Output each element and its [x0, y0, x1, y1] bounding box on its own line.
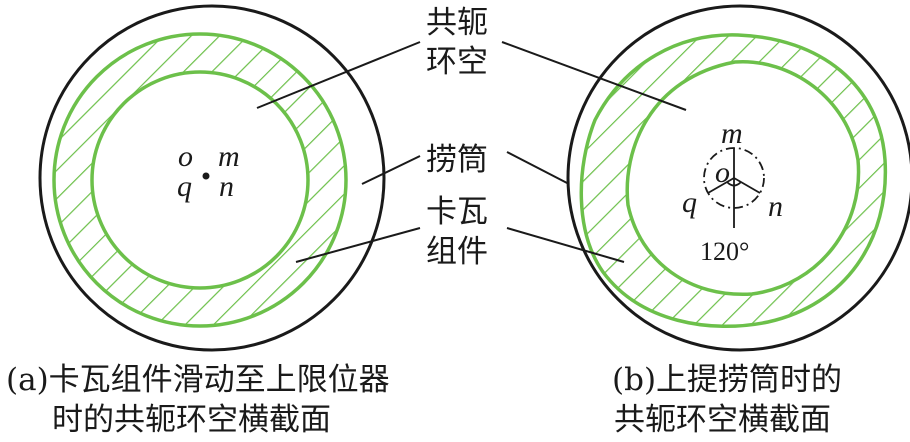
right-spoke-right [733, 177, 761, 194]
leader-annulus-left [256, 41, 421, 109]
left-point-q: q [177, 170, 192, 203]
leader-fishing-tube-right [506, 151, 570, 185]
label-annulus-line2: 环空 [426, 44, 488, 80]
left-point-m: m [218, 140, 240, 173]
leader-slip-right [506, 227, 625, 263]
left-point-n: n [219, 170, 234, 203]
center-labels: 共轭 环空 捞筒 卡瓦 组件 [256, 5, 687, 270]
caption-right-line1: (b)上提捞筒时的 [612, 362, 842, 398]
right-spoke-left [707, 177, 735, 194]
leader-fishing-tube-left [361, 155, 421, 185]
right-angle-label: 120° [700, 237, 749, 266]
caption-left-line1: (a)卡瓦组件滑动至上限位器 [6, 362, 390, 398]
left-cross-section: o m q n [38, 4, 386, 352]
label-slip-line1: 卡瓦 [426, 194, 488, 230]
captions: (a)卡瓦组件滑动至上限位器 时的共轭环空横截面 (b)上提捞筒时的 共轭环空横… [6, 362, 842, 438]
right-point-m: m [721, 117, 743, 150]
right-slip-outer-edge [579, 33, 888, 329]
right-cross-section: m o q n 120° [566, 4, 910, 352]
label-fishing-tube: 捞筒 [426, 142, 488, 178]
label-slip-line2: 组件 [426, 234, 488, 270]
caption-right-line2: 共轭环空横截面 [614, 402, 831, 438]
left-center-dot [202, 172, 210, 180]
label-annulus-line1: 共轭 [426, 5, 488, 41]
caption-left-line2: 时的共轭环空横截面 [52, 402, 331, 438]
right-point-q: q [682, 186, 697, 219]
right-point-o: o [715, 156, 730, 189]
left-point-o: o [178, 140, 193, 173]
right-point-n: n [768, 190, 783, 223]
left-slip-outer-edge [52, 32, 348, 328]
right-slip-inner-edge [625, 60, 861, 297]
right-angle-arc [726, 181, 742, 187]
leader-slip-left [295, 227, 421, 263]
left-slip-inner-edge [90, 70, 310, 290]
leader-annulus-right [501, 41, 687, 111]
